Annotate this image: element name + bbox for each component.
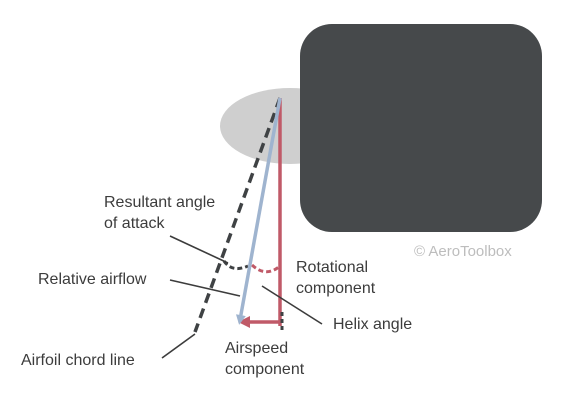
leader-relative-airflow [169, 279, 241, 297]
label-airfoil-chord-line: Airfoil chord line [21, 352, 135, 369]
label-resultant-angle-line1: Resultant angle [104, 194, 215, 211]
label-helix-angle: Helix angle [333, 316, 412, 333]
relative-airflow-vector [235, 97, 282, 325]
label-airspeed-line2: component [225, 361, 305, 378]
leader-resultant-angle [169, 235, 229, 264]
watermark: © AeroToolbox [414, 243, 512, 260]
label-rotational-line1: Rotational [296, 259, 368, 276]
airfoil-chord-line [193, 97, 282, 333]
label-relative-airflow: Relative airflow [38, 271, 147, 288]
label-resultant-angle-line2: of attack [104, 215, 165, 232]
leader-chord-line [161, 333, 196, 359]
dark-block [300, 24, 542, 232]
leader-helix-angle [261, 285, 323, 325]
label-airspeed-line1: Airspeed [225, 340, 288, 357]
label-rotational-line2: component [296, 280, 376, 297]
helix-angle-arc [250, 263, 281, 274]
resultant-angle-arc [222, 260, 249, 271]
